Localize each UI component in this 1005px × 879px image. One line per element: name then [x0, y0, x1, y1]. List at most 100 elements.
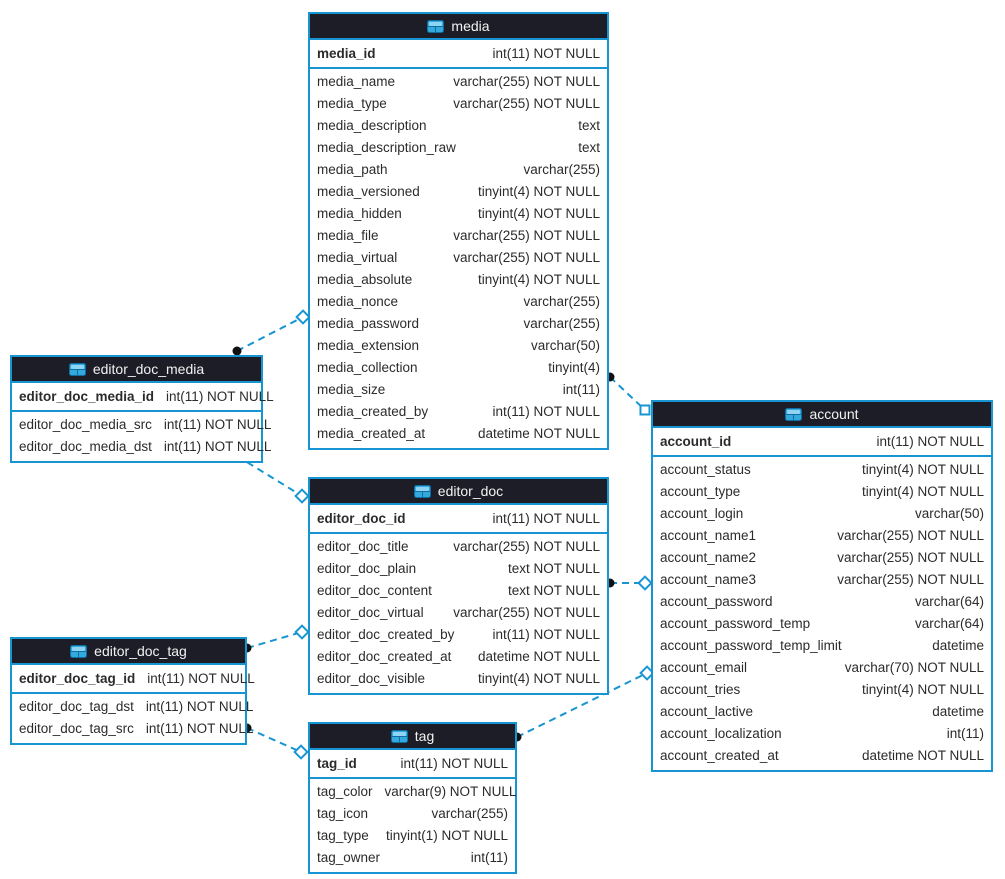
table-title: editor_doc [437, 483, 504, 499]
column-name: account_lactive [660, 704, 754, 719]
relationship-line[interactable] [246, 631, 303, 649]
column-type: varchar(255) [523, 316, 600, 331]
column-name: account_created_at [660, 748, 779, 763]
connector-diamond [295, 309, 311, 325]
column-type: datetime [932, 704, 984, 719]
column-type: text NOT NULL [507, 583, 600, 598]
relationship-editor_doc_media-media[interactable] [232, 309, 311, 356]
column-type: text NOT NULL [507, 561, 600, 576]
table-header[interactable]: account [653, 402, 991, 428]
relationship-line[interactable] [516, 672, 648, 738]
column-name: media_size [317, 382, 386, 397]
column-name: editor_doc_title [317, 539, 409, 554]
column-type: varchar(50) [530, 338, 600, 353]
column-name: editor_doc_tag_dst [19, 699, 134, 714]
relationship-editor_doc_tag-editor_doc[interactable] [242, 624, 310, 653]
relationship-line[interactable] [609, 376, 646, 411]
table-header[interactable]: media [310, 14, 607, 40]
table-header[interactable]: editor_doc_media [12, 357, 261, 383]
table-header[interactable]: tag [310, 724, 515, 750]
column-name: account_type [660, 484, 741, 499]
relationship-line[interactable] [236, 316, 304, 352]
column-name: tag_owner [317, 850, 381, 865]
table-header[interactable]: editor_doc [310, 479, 607, 505]
column-name: editor_doc_tag_src [19, 721, 134, 736]
column-row[interactable]: account_lactive datetime [653, 701, 991, 723]
relationship-line[interactable] [246, 727, 302, 753]
column-type: datetime NOT NULL [477, 649, 600, 664]
column-name: editor_doc_virtual [317, 605, 424, 620]
column-name: account_email [660, 660, 748, 675]
column-type: tinyint(4) NOT NULL [477, 272, 600, 287]
connector-diamond [639, 665, 655, 681]
table-header[interactable]: editor_doc_tag [12, 639, 245, 665]
column-type: int(11) NOT NULL [492, 511, 600, 526]
column-name: editor_doc_media_src [19, 417, 152, 432]
relationship-media-account[interactable] [605, 372, 651, 416]
column-type: datetime [932, 638, 984, 653]
relationship-editor_doc-account[interactable] [605, 575, 653, 591]
